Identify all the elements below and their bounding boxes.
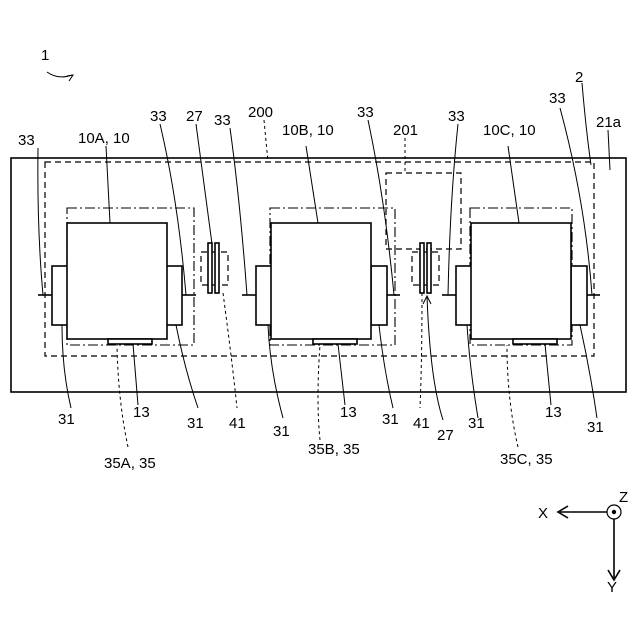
support-left-b: [256, 266, 272, 325]
label-support-4: 31: [382, 411, 399, 428]
bottom-part-c: [513, 339, 557, 344]
label-zone-a: 35A, 35: [104, 455, 156, 472]
connector-41-right: [412, 252, 439, 285]
label-bottom-a: 13: [133, 404, 150, 421]
label-terminal-6: 33: [549, 90, 566, 107]
label-zone-b: 35B, 35: [308, 441, 360, 458]
label-unit-b: 10B, 10: [282, 122, 334, 139]
label-spacer-right: 27: [437, 427, 454, 444]
label-terminal-1: 33: [18, 132, 35, 149]
spacer-left: [201, 243, 228, 293]
label-bottom-b: 13: [340, 404, 357, 421]
label-support-3: 31: [273, 423, 290, 440]
unit-body-c: [471, 223, 571, 339]
label-housing: 2: [575, 69, 583, 86]
label-terminal-4: 33: [357, 104, 374, 121]
support-right-c: [571, 266, 587, 325]
support-right-a: [166, 266, 182, 325]
label-support-2: 31: [187, 415, 204, 432]
label-axis-z: Z: [619, 489, 628, 506]
axis-indicator: X Y Z: [538, 489, 628, 596]
label-axis-x: X: [538, 505, 548, 522]
bottom-part-b: [313, 339, 357, 344]
unit-c: [442, 208, 600, 345]
label-region-200: 200: [248, 104, 273, 121]
spacer-right: [412, 243, 439, 293]
label-device: 1: [41, 47, 49, 64]
label-axis-y: Y: [607, 579, 617, 596]
label-terminal-3: 33: [214, 112, 231, 129]
label-region-201: 201: [393, 122, 418, 139]
label-terminal-2: 33: [150, 108, 167, 125]
label-support-6: 31: [587, 419, 604, 436]
support-left-c: [456, 266, 472, 325]
unit-b: [242, 208, 400, 345]
label-unit-c: 10C, 10: [483, 122, 536, 139]
label-zone-c: 35C, 35: [500, 451, 553, 468]
label-connector-right: 41: [413, 415, 430, 432]
unit-a: [38, 208, 196, 345]
label-bottom-c: 13: [545, 404, 562, 421]
z-axis-dot: [612, 510, 616, 514]
unit-body-a: [67, 223, 167, 339]
support-right-b: [371, 266, 387, 325]
bottom-part-a: [108, 339, 152, 344]
label-spacer-left: 27: [186, 108, 203, 125]
label-unit-a: 10A, 10: [78, 130, 130, 147]
support-left-a: [52, 266, 68, 325]
label-support-1: 31: [58, 411, 75, 428]
unit-body-b: [271, 223, 371, 339]
label-surface: 21a: [596, 114, 622, 131]
label-support-5: 31: [468, 415, 485, 432]
label-terminal-5: 33: [448, 108, 465, 125]
label-connector-left: 41: [229, 415, 246, 432]
